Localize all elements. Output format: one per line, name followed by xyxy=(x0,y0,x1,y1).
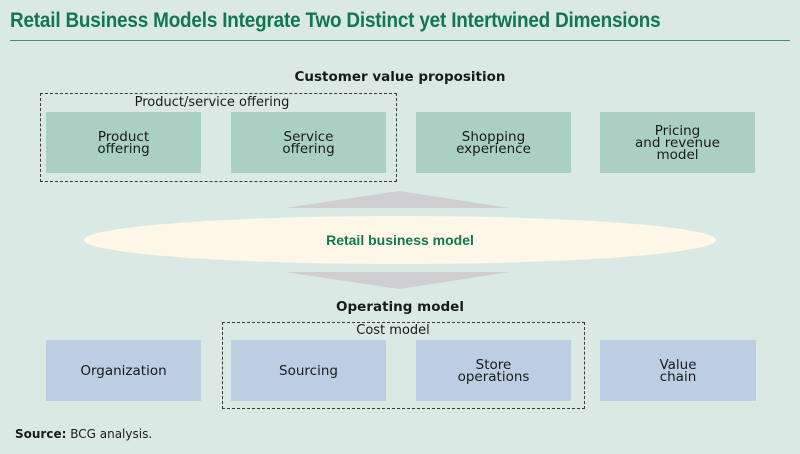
cost-model-group-label: Cost model xyxy=(356,323,430,338)
shopping-experience-box: Shopping experience xyxy=(416,112,571,173)
source-note: Source: BCG analysis. xyxy=(15,427,152,441)
product-service-group xyxy=(40,93,397,182)
retail-business-model-ellipse: Retail business model xyxy=(84,216,716,264)
arrow-down-icon xyxy=(285,272,510,289)
store-operations-box: Store operations xyxy=(416,340,571,401)
title-divider xyxy=(10,40,790,41)
organization-box: Organization xyxy=(46,340,201,401)
page-title: Retail Business Models Integrate Two Dis… xyxy=(10,9,661,32)
cost-model-group xyxy=(222,322,585,409)
customer-value-heading: Customer value proposition xyxy=(294,69,506,85)
source-label: Source: xyxy=(15,427,67,441)
operating-model-heading: Operating model xyxy=(336,299,464,315)
retail-business-model-label: Retail business model xyxy=(326,232,474,248)
product-offering-box: Product offering xyxy=(46,112,201,173)
pricing-revenue-box: Pricing and revenue model xyxy=(600,112,755,173)
value-chain-box: Value chain xyxy=(600,340,756,401)
product-service-group-label: Product/service offering xyxy=(134,95,290,110)
sourcing-box: Sourcing xyxy=(231,340,386,401)
service-offering-box: Service offering xyxy=(231,112,386,173)
source-text: BCG analysis. xyxy=(66,427,153,441)
arrow-up-icon xyxy=(285,191,510,208)
